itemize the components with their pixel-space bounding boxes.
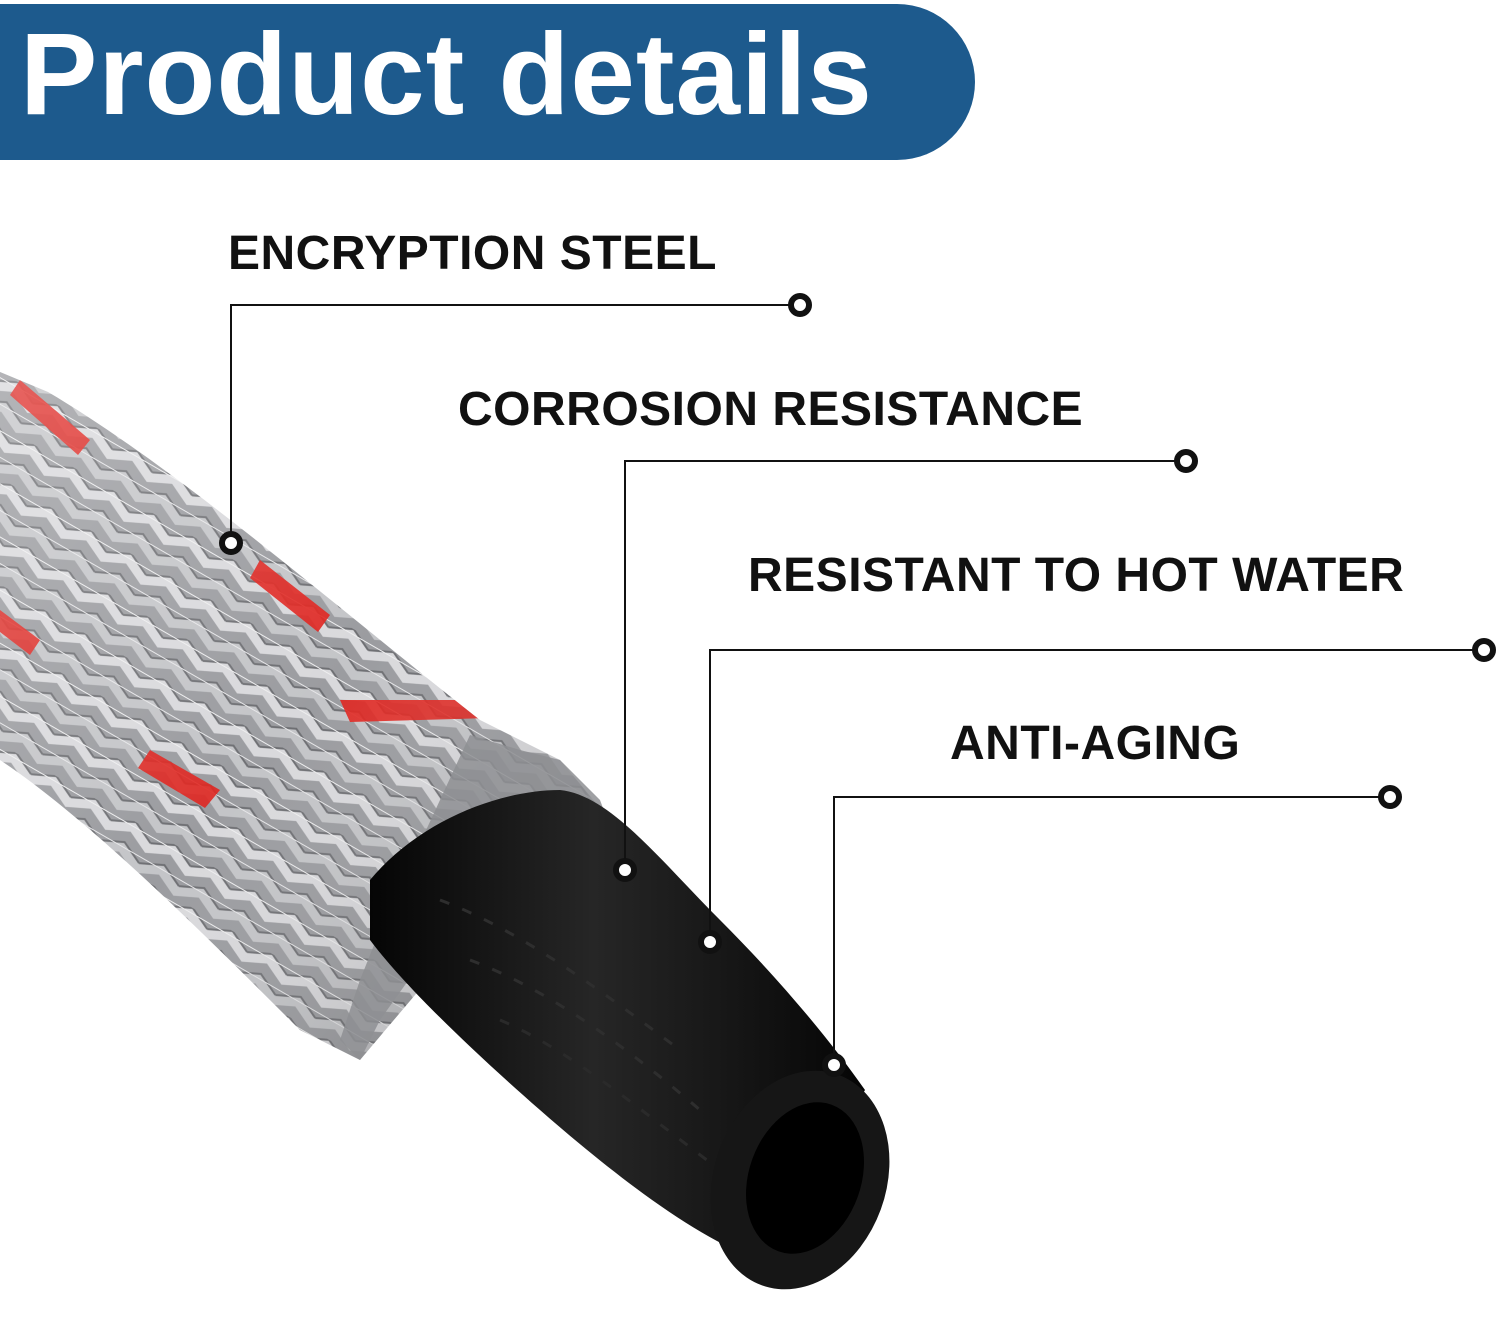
callout-dot-icon — [698, 930, 722, 954]
title-banner: Product details — [0, 4, 975, 160]
callout-dot-icon — [822, 1053, 846, 1077]
callout-dot-icon — [219, 531, 243, 555]
callout-line-encryption-steel — [230, 304, 800, 543]
callout-dot-icon — [613, 858, 637, 882]
callout-dot-icon — [1174, 449, 1198, 473]
callout-dot-icon — [788, 293, 812, 317]
callout-line-corrosion-resistance — [624, 460, 1186, 870]
callout-dot-icon — [1472, 638, 1496, 662]
callout-dot-icon — [1378, 785, 1402, 809]
page-title: Product details — [20, 9, 873, 139]
feature-label-encryption-steel: ENCRYPTION STEEL — [228, 227, 717, 280]
feature-label-corrosion-resistance: CORROSION RESISTANCE — [458, 383, 1084, 436]
callout-line-anti-aging — [833, 796, 1390, 1065]
feature-label-anti-aging: ANTI-AGING — [950, 717, 1241, 770]
feature-label-hot-water: RESISTANT TO HOT WATER — [748, 549, 1405, 602]
callout-line-hot-water — [709, 649, 1484, 942]
